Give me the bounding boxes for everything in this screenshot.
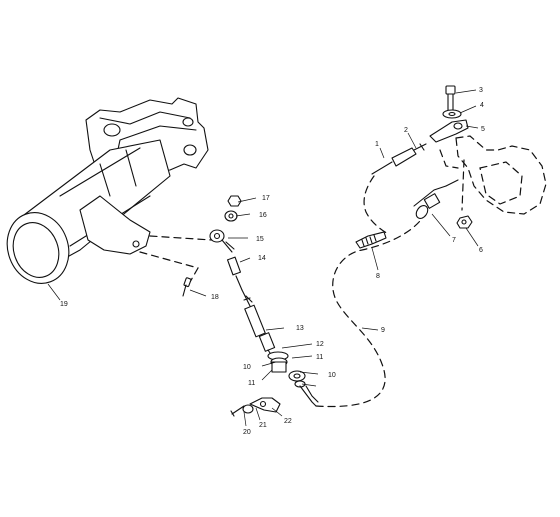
callout-5: 5 — [481, 126, 485, 133]
callout-21: 21 — [259, 422, 267, 429]
rod-end-15 — [209, 229, 235, 253]
bolt-3 — [445, 85, 456, 113]
dash-arm-to-rodend — [149, 235, 213, 241]
bolt-18 — [182, 277, 192, 297]
callout-19: 19 — [60, 301, 68, 308]
callout-20: 20 — [243, 429, 251, 436]
leader-19 — [47, 283, 61, 301]
callout-1: 1 — [375, 141, 379, 148]
nut-10-lower — [288, 370, 306, 382]
washer-11-lower — [294, 380, 306, 388]
nut-6 — [456, 215, 473, 229]
callout-4: 4 — [480, 102, 484, 109]
jam-nut-14 — [226, 256, 243, 291]
engine-bracket-outline — [439, 135, 547, 215]
callout-12: 12 — [316, 341, 324, 348]
callout-8: 8 — [376, 273, 380, 280]
cable-routing-9 — [315, 197, 433, 408]
callout-3: 3 — [479, 87, 483, 94]
cable-housing-7 — [413, 179, 459, 219]
callout-11-right: 11 — [316, 354, 323, 361]
dash-arm-to-bolt — [139, 251, 199, 283]
bracket-5 — [429, 119, 469, 143]
callout-11-left: 11 — [248, 380, 255, 387]
callout-7: 7 — [452, 237, 456, 244]
callout-10-upper: 10 — [243, 364, 251, 371]
callout-2: 2 — [404, 127, 408, 134]
cable-sheath-lower — [299, 385, 319, 407]
cable-end-8 — [355, 231, 387, 249]
rod-1 — [371, 147, 417, 175]
callout-14: 14 — [258, 255, 266, 262]
callout-15: 15 — [256, 236, 264, 243]
callout-9: 9 — [381, 327, 385, 334]
callout-10-lower: 10 — [328, 372, 336, 379]
pivot-housing-19 — [6, 97, 209, 284]
screw-20 — [230, 405, 245, 417]
callout-18: 18 — [211, 294, 219, 301]
cable-13 — [241, 289, 289, 373]
callout-labels: 1 2 3 4 5 6 7 8 9 10 11 11 12 10 13 14 1… — [60, 87, 485, 436]
cable-routing-9b — [363, 175, 389, 235]
washer-21 — [242, 404, 254, 414]
callout-6: 6 — [479, 247, 483, 254]
callout-13: 13 — [296, 325, 304, 332]
callout-22: 22 — [284, 418, 292, 425]
adjuster-2 — [413, 143, 427, 151]
washer-4 — [442, 109, 462, 119]
nut-17 — [227, 195, 242, 207]
callout-17: 17 — [262, 195, 270, 202]
callout-16: 16 — [259, 212, 267, 219]
clamp-22 — [249, 397, 281, 413]
leader-lines — [189, 89, 479, 427]
washer-16 — [224, 210, 238, 222]
